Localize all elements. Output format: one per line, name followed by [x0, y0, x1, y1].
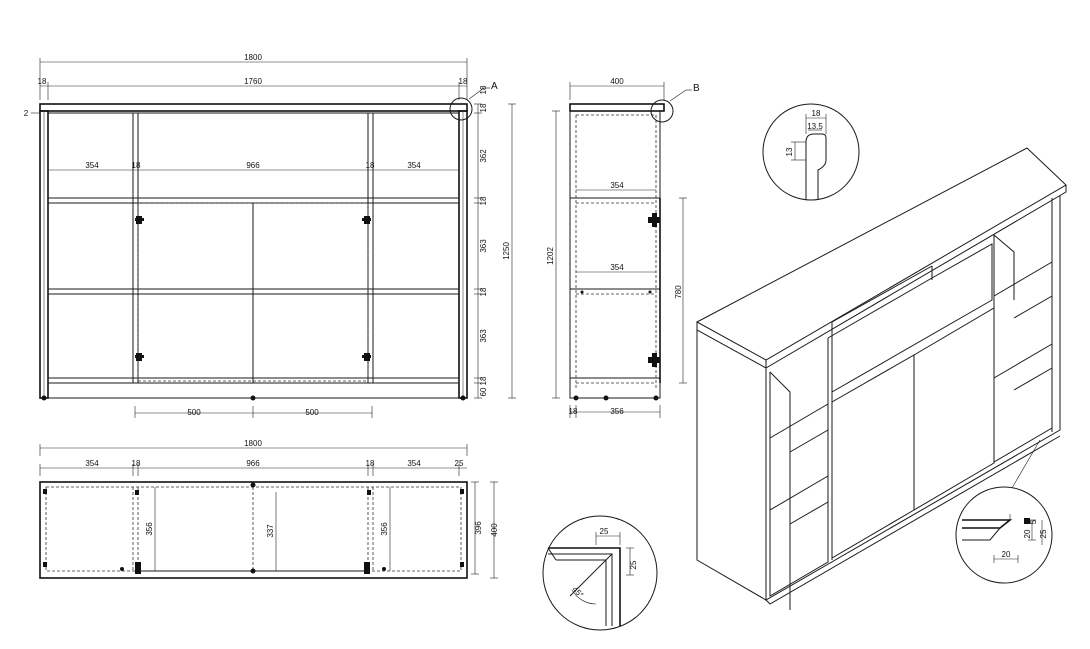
dim-plan-right: 354	[407, 459, 421, 468]
plan-outline	[39, 481, 468, 579]
dim-plan-back: 25	[455, 459, 464, 468]
dim-side-depth: 400	[610, 77, 624, 86]
dim-plan-depth-center: 337	[266, 524, 275, 538]
persp-left-face	[696, 330, 767, 601]
dim-plan-divider-left: 18	[132, 459, 141, 468]
detail-edge: 20 5 25 20	[955, 439, 1053, 584]
dim-door-1: 500	[187, 408, 201, 417]
dim-center-compartment: 966	[246, 161, 260, 170]
persp-top	[695, 147, 1067, 361]
side-hinge-icons	[648, 213, 660, 367]
dim-overall-width: 1800	[244, 53, 262, 62]
side-top-panel	[569, 103, 665, 112]
dim-edge-vertical-c: 25	[1039, 529, 1048, 538]
front-divider-left	[132, 112, 139, 384]
dim-plan-depth-total: 400	[490, 523, 499, 537]
dim-plan-divider-right: 18	[366, 459, 375, 468]
dim-h-shelf-2: 363	[479, 239, 488, 253]
detail-a-label: A	[491, 81, 498, 92]
dim-overall-height: 1250	[502, 242, 511, 260]
dim-h-top: 18	[479, 85, 488, 94]
dim-side-door-height: 780	[674, 285, 683, 299]
dim-side-shelf-1: 354	[610, 181, 624, 190]
plan-hardware-icons	[43, 482, 464, 574]
dim-door-2: 500	[305, 408, 319, 417]
dim-h-shelf-3: 363	[479, 329, 488, 343]
dim-plan-depth-inner: 396	[474, 521, 483, 535]
dim-inner-width: 1760	[244, 77, 262, 86]
dim-side-left: 18	[38, 77, 47, 86]
dim-profile-outer: 18	[812, 109, 821, 118]
dim-side-bottom-depth: 356	[610, 407, 624, 416]
hinge-icons	[135, 216, 371, 361]
dim-plan-depth-left: 356	[145, 522, 154, 536]
front-door-right	[252, 202, 369, 382]
perspective-view	[695, 147, 1067, 610]
dim-left-compartment: 354	[85, 161, 99, 170]
dim-divider-left: 18	[132, 161, 141, 170]
dim-h-shelf-sep-2: 18	[479, 287, 488, 296]
dim-side-height: 1202	[546, 247, 555, 265]
front-top-panel	[39, 103, 468, 112]
dim-edge-horizontal: 20	[1002, 550, 1011, 559]
front-shelf-1	[47, 197, 460, 204]
dim-corner-width: 25	[600, 527, 609, 536]
detail-top-profile: 18 13.5 13	[762, 103, 860, 201]
dim-side-bottom-left: 18	[569, 407, 578, 416]
detail-b-circle	[650, 99, 674, 123]
dim-edge-vertical-b: 5	[1029, 519, 1038, 524]
detail-corner: 25 25 45°	[542, 515, 658, 631]
dim-h-plinth: 60	[479, 387, 488, 396]
dim-h-shelf-sep-3: 18	[479, 376, 488, 385]
dim-profile-height: 13	[785, 147, 794, 156]
dim-plan-center: 966	[246, 459, 260, 468]
dim-plan-depth-right: 356	[380, 522, 389, 536]
dim-side-shelf-2: 354	[610, 263, 624, 272]
dim-edge-vertical-a: 20	[1023, 529, 1032, 538]
dim-plan-overall-width: 1800	[244, 439, 262, 448]
detail-b-label: B	[693, 83, 700, 94]
plan-view: 1800 354 18 966 18 354 25 356	[39, 439, 499, 579]
dim-divider-right: 18	[366, 161, 375, 170]
front-view: 1800 18 1760 18 2	[24, 53, 516, 418]
dim-profile-inner: 13.5	[807, 122, 823, 131]
side-body	[569, 110, 661, 399]
dim-corner-height: 25	[629, 560, 638, 569]
front-divider-right	[367, 112, 374, 384]
front-door-left	[137, 202, 254, 382]
dim-h-shelf-1: 362	[479, 149, 488, 163]
dim-right-compartment: 354	[407, 161, 421, 170]
dim-h-top2: 18	[479, 103, 488, 112]
side-view: 400 354 354 1202 780 1	[546, 77, 700, 418]
dim-corner-angle: 45°	[570, 585, 585, 600]
dim-side-right: 18	[459, 77, 468, 86]
dim-h-shelf-sep-1: 18	[479, 196, 488, 205]
dim-plan-left: 354	[85, 459, 99, 468]
detail-a-circle	[449, 97, 473, 121]
dim-top-offset: 2	[24, 109, 29, 118]
